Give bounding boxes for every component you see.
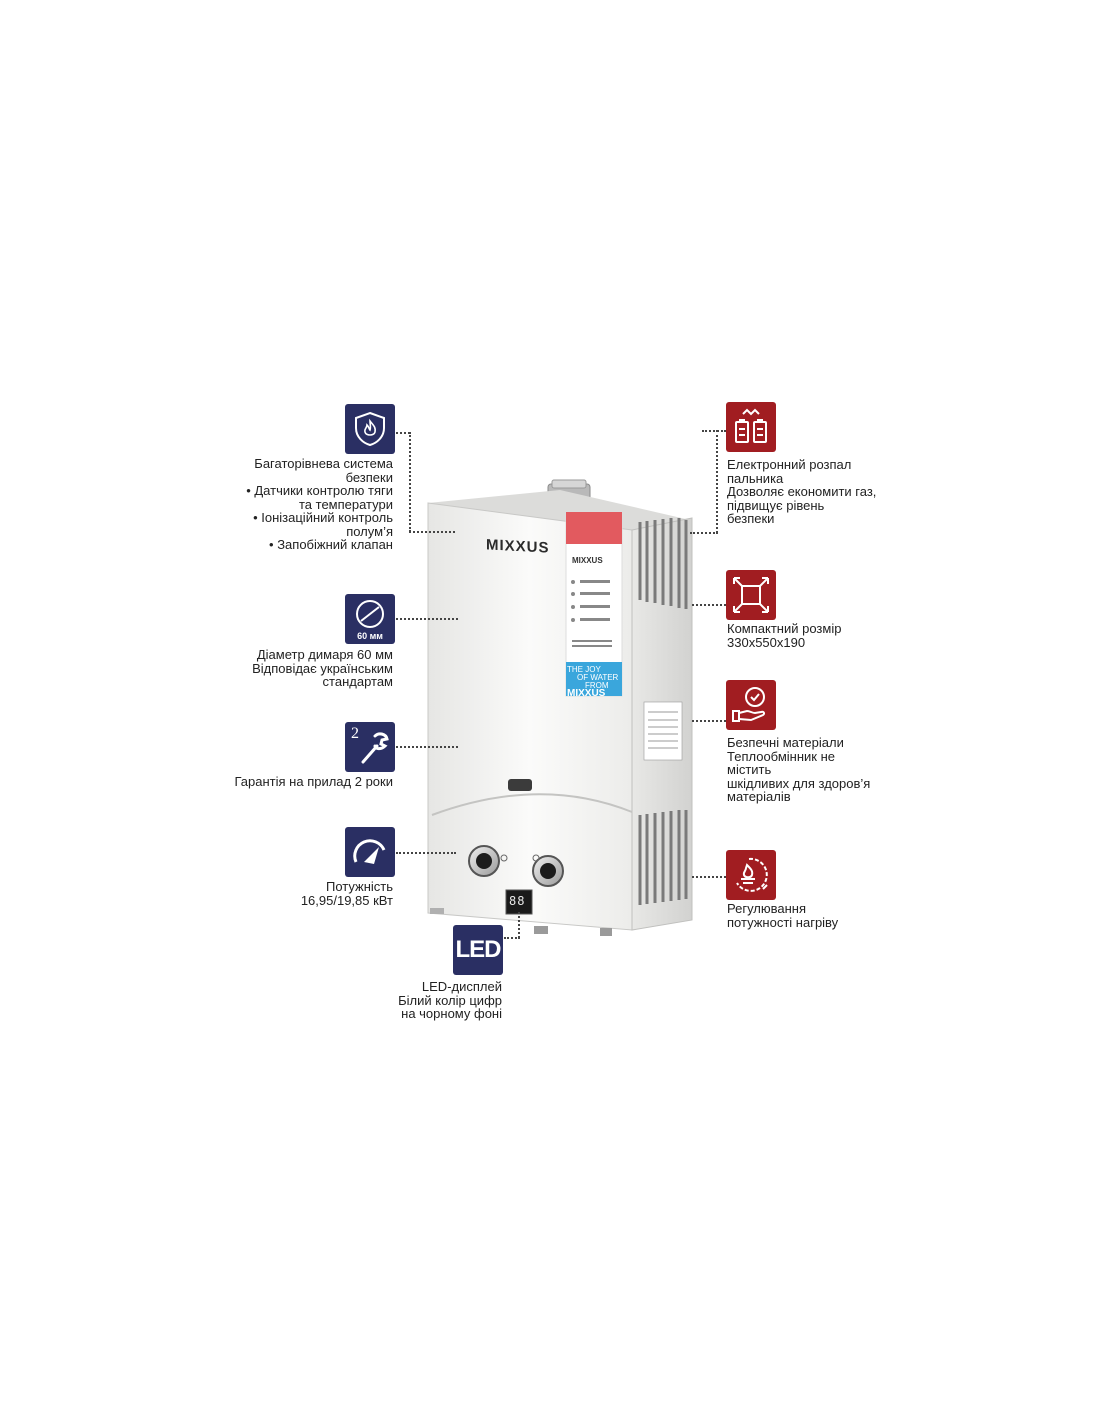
front-panel-arc xyxy=(431,793,633,816)
wrench-warranty-icon: 2 xyxy=(345,722,395,772)
chimney-diameter-label: 60 мм xyxy=(357,631,383,641)
safety-shield-icon xyxy=(345,404,395,454)
sticker-brand: MIXXUS xyxy=(572,556,603,565)
safety-feature-text: Багаторівнева система безпеки • Датчики … xyxy=(246,456,393,552)
hand-safe-icon xyxy=(726,680,776,730)
gas-knob[interactable] xyxy=(532,855,564,887)
ignition-feature-text: Електронний розпал пальника Дозволяє еко… xyxy=(727,457,877,526)
display-digits: 88 xyxy=(509,894,526,908)
chimney-diameter-icon: 60 мм xyxy=(345,594,395,644)
water-knob[interactable] xyxy=(468,845,500,877)
power-gauge-icon xyxy=(345,827,395,877)
power-feature-text: Потужність 16,95/19,85 кВт xyxy=(300,879,393,908)
compact-size-icon xyxy=(726,570,776,620)
flame-regulation-icon xyxy=(726,850,776,900)
side-vents-top xyxy=(638,518,688,609)
regulation-feature-text: Регулювання потужності нагріву xyxy=(727,901,839,930)
warranty-feature-text: Гарантія на прилад 2 роки xyxy=(234,774,394,789)
materials-feature-text: Безпечні матеріали Теплообмінник не міст… xyxy=(727,735,871,804)
heater-top xyxy=(428,490,690,530)
compact-feature-text: Компактний розмір 330х550х190 xyxy=(727,621,842,650)
battery-spark-icon xyxy=(726,402,776,452)
warranty-years-label: 2 xyxy=(351,725,359,742)
flame-window xyxy=(508,779,532,791)
heater-brand-logo: MIXXUS xyxy=(486,536,550,557)
side-spec-label xyxy=(643,701,683,761)
sticker-tagline: THE JOY OF WATER FROM MIXXUS xyxy=(567,665,619,699)
led-icon: LED xyxy=(453,925,503,975)
side-vents-bottom xyxy=(638,810,688,905)
chimney-feature-text: Діаметр димаря 60 мм Відповідає українсь… xyxy=(252,647,393,689)
led-feature-text: LED-дисплей Білий колір цифр на чорному … xyxy=(398,979,502,1021)
led-icon-label: LED xyxy=(455,936,502,963)
